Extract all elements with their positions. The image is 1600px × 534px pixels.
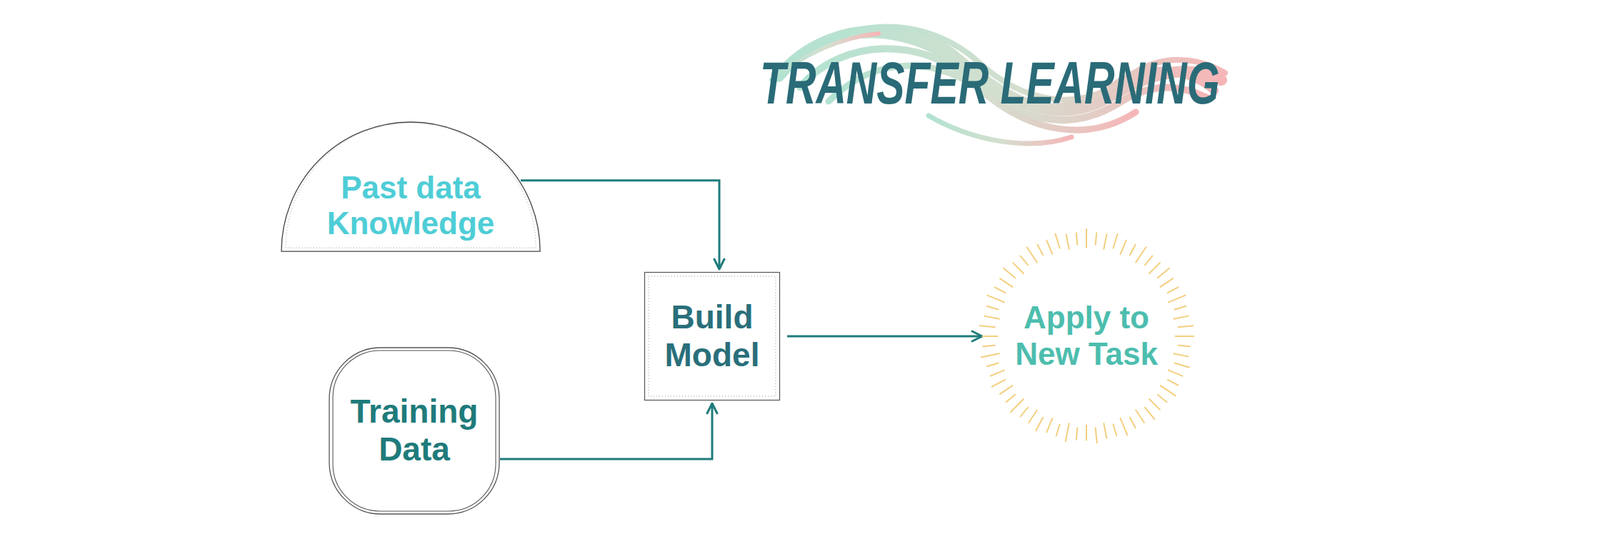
sun-ray [1103,234,1107,250]
sun-ray [982,345,995,348]
sun-ray [980,325,995,328]
sun-ray [992,380,1006,388]
sun-ray [1076,427,1078,440]
training-data-box: Training Data [328,347,500,515]
sun-ray [1095,427,1098,443]
sun-ray [1130,417,1136,429]
flow-arrow [520,180,720,270]
box-dotted-inner [648,276,776,397]
knowledge-halfdisc: Past data Knowledge [280,122,541,253]
sun-ray [1157,268,1170,278]
sun-ray [1000,278,1013,288]
sun-ray [1046,418,1053,433]
squircle-outline [329,347,500,515]
node-text-group: Apply to New Task [1007,300,1165,373]
sun-ray [1003,268,1015,278]
sun-ray [1177,345,1190,348]
sun-ray [1095,232,1098,245]
sun-ray [1168,295,1186,303]
sun-ray [1112,233,1118,248]
sun-ray [1010,399,1024,413]
sun-ray [1173,353,1189,357]
sun-ray [1135,247,1146,263]
halfdisc-outline [281,122,540,252]
sun-ray [1035,417,1043,432]
sun-ray [1160,278,1173,288]
sun-ray [1037,245,1043,256]
node-label: Training Data [342,392,486,469]
sun-ray [1020,256,1028,266]
sun-ray [1046,240,1053,255]
sun-ray [987,295,1005,303]
sun-ray [1145,256,1153,266]
sun-ray [1167,287,1179,293]
sun-ray [1130,245,1136,256]
box-outline [645,272,780,401]
sun-ray [1174,362,1189,368]
sun-ray [1076,232,1078,245]
sun-ray [1168,370,1183,377]
sun-ray [1066,234,1070,250]
sun-ray [1028,410,1038,423]
sun-ray [1120,240,1127,255]
diagram-title: TRANSFER LEARNING [760,52,1220,113]
node-text-group: Past data Knowledge [321,170,500,243]
sun-ray [1160,385,1176,396]
sun-ray [1177,325,1193,328]
node-label: Past data Knowledge [321,170,500,243]
sun-ray [1006,395,1016,403]
sun-ray [1055,233,1060,248]
sunburst-circle: Apply to New Task [979,229,1194,444]
sun-ray [984,316,1000,320]
sun-ray [1175,335,1195,338]
sun-ray [1027,247,1038,263]
sun-ray [1065,423,1070,442]
halfdisc-dotted-inner [285,122,536,248]
sun-ray [1112,424,1117,436]
sun-ray [1056,424,1060,436]
sun-ray [1157,395,1168,403]
sun-ray [1103,423,1107,439]
sun-ray [1149,399,1160,410]
sun-ray [1085,425,1088,441]
sun-ray [1173,316,1189,320]
sun-ray [1145,407,1155,420]
sun-ray [981,353,1000,358]
squircle-inner-outline [332,350,496,512]
sun-ray [1000,385,1013,395]
flow-arrow [500,403,713,460]
node-text-group: Training Data [342,392,486,469]
sun-ray [1020,407,1028,418]
node-label: Apply to New Task [1007,300,1165,373]
sun-ray [1085,229,1088,248]
node-label: Build Model [658,298,766,375]
sun-ray [982,335,998,338]
sun-ray [995,287,1006,293]
sun-ray [1174,306,1186,310]
sun-ray [1012,262,1024,274]
node-text-group: Build Model [658,298,766,375]
sun-ray [1135,410,1145,423]
flow-arrow [787,335,983,338]
sun-ray [987,362,999,367]
sun-ray [1167,380,1179,386]
sun-ray [1149,262,1160,274]
sun-ray [1120,418,1128,436]
sun-ray [987,306,999,310]
process-box: Build Model [644,272,780,401]
sun-ray [990,370,1005,377]
